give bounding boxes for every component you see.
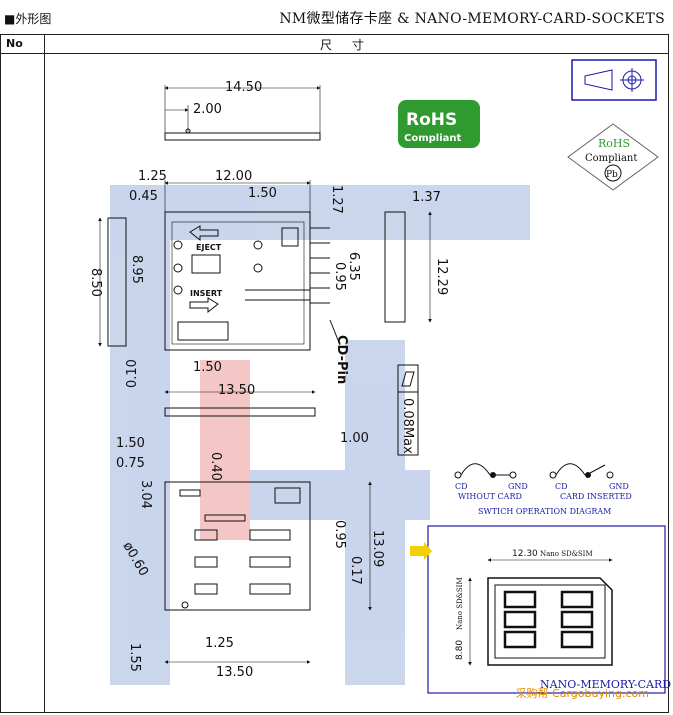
dim-0-17: 0.17 (348, 556, 363, 585)
projection-symbol (571, 59, 657, 101)
card-caption: NANO-MEMORY-CARD (540, 678, 671, 691)
dim-1-50-a: 1.50 (248, 186, 277, 201)
dim-1-50-b: 1.50 (193, 360, 222, 375)
dim-3-04: 3.04 (138, 480, 153, 509)
pins-right (310, 227, 330, 304)
dim-6-35: 6.35 (346, 252, 361, 281)
insert-label: INSERT (190, 289, 223, 298)
dim-13-50-a: 13.50 (218, 383, 255, 398)
no-column (0, 34, 45, 713)
rohs-diamond-pb: Pb (606, 170, 618, 180)
rohs-diamond-subtitle: Compliant (585, 153, 637, 164)
switch-without-card: WIHOUT CARD (458, 492, 522, 501)
card-height: 8.80 (455, 640, 465, 660)
dim-0-95-b: 0.95 (332, 520, 347, 549)
rohs-green-badge: RoHS Compliant (398, 100, 480, 148)
contact-pads (194, 529, 291, 595)
dim-0-95-a: 0.95 (332, 262, 347, 291)
dim-1-50-c: 1.50 (116, 436, 145, 451)
card-width: 12.30 (512, 549, 538, 559)
switch-card-inserted: CARD INSERTED (560, 492, 632, 501)
switch-gnd-right: GND (609, 482, 629, 491)
switch-gnd-left: GND (508, 482, 528, 491)
dim-0-75: 0.75 (116, 456, 145, 471)
header-left-label: ■外形图 (4, 12, 52, 26)
no-column-header: No (6, 37, 23, 50)
right-side-view: 1.37 12.29 (384, 190, 449, 323)
dim-top-width: 14.50 (225, 80, 262, 95)
card-top-label: Nano SD&SIM (540, 550, 593, 558)
switch-diagram-title: SWTICH OPERATION DIAGRAM (478, 507, 611, 516)
watermark-logo (110, 185, 530, 685)
dim-1-55: 1.55 (127, 643, 142, 672)
flatness-callout: 0.08Max (397, 364, 419, 456)
switch-cd-left: CD (455, 482, 468, 491)
middle-side-view: 13.50 1.00 (164, 383, 369, 446)
cd-pin-label: CD-Pin (334, 335, 349, 384)
table-header-row (0, 34, 669, 54)
rohs-green-subtitle: Compliant (404, 133, 462, 144)
switch-operation-diagram: CD GND WIHOUT CARD CD GND CARD INSERTED … (454, 463, 632, 516)
dim-0-08: 0.08Max (400, 398, 415, 454)
dim-0-45: 0.45 (129, 189, 158, 204)
nano-card-diagram: 12.30 Nano SD&SIM 8.80 Nano SD&SIM NANO-… (410, 525, 671, 694)
dim-13-50-b: 13.50 (216, 665, 253, 680)
dim-top-offset: 2.00 (193, 102, 222, 117)
dim-1-27: 1.27 (329, 185, 344, 214)
rohs-green-title: RoHS (406, 110, 457, 130)
dim-width-12: 12.00 (215, 169, 252, 184)
dim-13-09: 13.09 (370, 530, 385, 567)
dim-1-25: 1.25 (138, 169, 167, 184)
header-title: NM微型储存卡座 & NANO-MEMORY-CARD-SOCKETS (279, 11, 665, 27)
front-view: EJECT INSERT CD-Pin 1.25 0.45 12.00 1.50… (125, 169, 361, 388)
eject-label: EJECT (196, 243, 222, 252)
top-view: 14.50 2.00 (164, 80, 321, 141)
dimension-column-header: 尺 寸 (320, 38, 372, 52)
rohs-diamond-badge: RoHS Compliant Pb (567, 123, 659, 191)
dim-8-95: 8.95 (129, 255, 144, 284)
card-side-label: Nano SD&SIM (456, 577, 464, 630)
dim-0-40: 0.40 (208, 452, 223, 481)
dim-1-25-b: 1.25 (205, 636, 234, 651)
dim-12-29: 12.29 (434, 258, 449, 295)
dim-0-10: 0.10 (125, 359, 140, 388)
table-frame (0, 34, 669, 713)
switch-cd-right: CD (555, 482, 568, 491)
dim-8-50: 8.50 (88, 268, 103, 297)
dim-1-00: 1.00 (340, 431, 369, 446)
rohs-diamond-title: RoHS (598, 137, 630, 150)
left-side-view: 8.50 8.95 (88, 217, 144, 347)
watermark-text: 采购帮 Cargobuying.com (515, 687, 649, 700)
dim-1-37: 1.37 (412, 190, 441, 205)
